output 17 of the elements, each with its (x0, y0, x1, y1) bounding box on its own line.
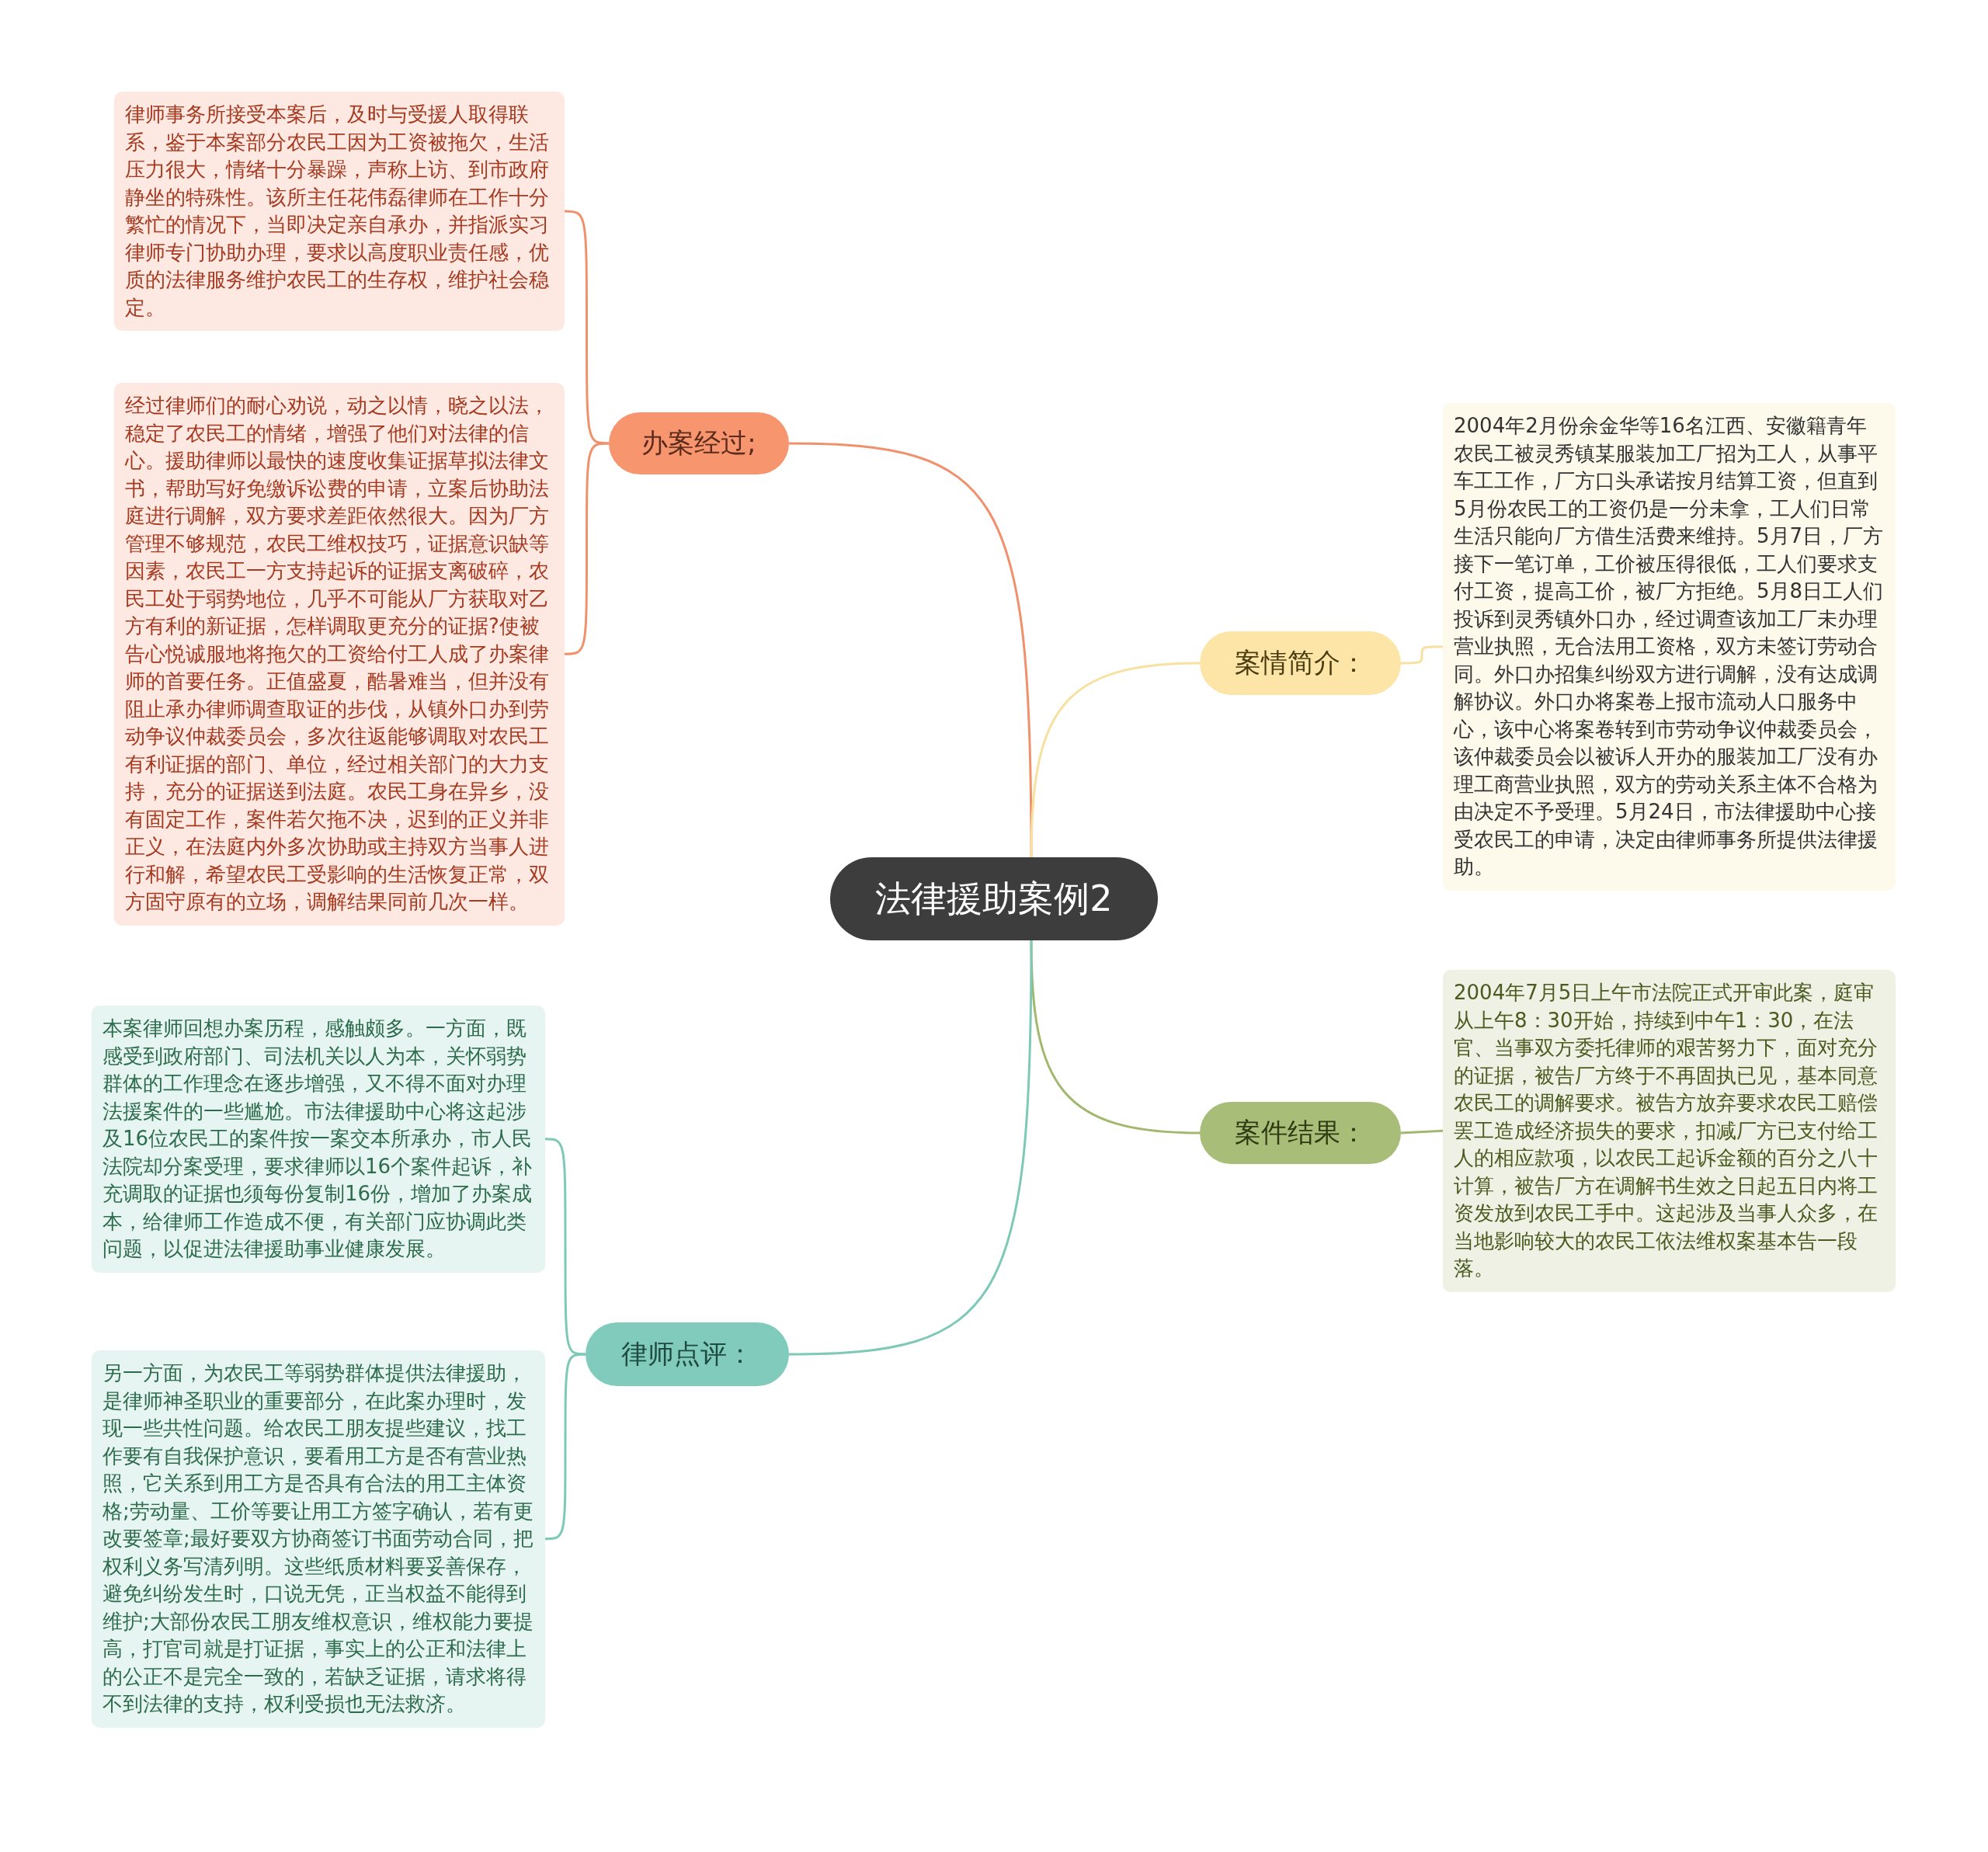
paragraph: 经过律师们的耐心劝说，动之以情，晓之以法，稳定了农民工的情绪，增强了他们对法律的信心。援助律师以最快的速度收集证据草拟法律文书，帮助写好免缴诉讼费的申请，立案后协助法庭进行调解，双方要求差距依然很大。因为厂方管理不够规范，农民工维权技巧，证据意识缺等因素，农民工一方支持起诉的证据支离破碎，农民工处于弱势地位，几乎不可能从厂方获取对乙方有利的新证据，怎样调取更充分的证据?使被告心悦诚服地将拖欠的工资给付工人成了办案律师的首要任务。正值盛夏，酷暑难当，但并没有阻止承办律师调查取证的步伐，从镇外口办到劳动争议仲裁委员会，多次往返能够调取对农民工有利证据的部门、单位，经过相关部门的大力支持，充分的证据送到法庭。农民工身在异乡，没有固定工作，案件若欠拖不决，迟到的正义并非正义，在法庭内外多次协助或主持双方当事人进行和解，希望农民工受影响的生活恢复正常，双方固守原有的立场，调解结果同前几次一样。 (125, 393, 550, 915)
topic-label: 律师点评： (621, 1337, 753, 1371)
topic-label: 法律援助案例2 (875, 876, 1113, 921)
topic-label: 案件结果： (1234, 1116, 1367, 1149)
paragraph: 本案律师回想办案历程，感触颇多。一方面，既感受到政府部门、司法机关以人为本，关怀弱势群体的工作理念在逐步增强，又不得不面对办理法援案件的一些尴尬。市法律援助中心将这起涉及16位农民工的案件按一案交本所承办，市人民法院却分案受理，要求律师以16个案件起诉，补充调取的证据也须每份复制16份，增加了办案成本，给律师工作造成不便，有关部门应协调此类问题，以促进法律援助事业健康发展。 (103, 1016, 533, 1262)
paragraph: 另一方面，为农民工等弱势群体提供法律援助，是律师神圣职业的重要部分，在此案办理时，发现一些共性问题。给农民工朋友提些建议，找工作要有自我保护意识，要看用工方是否有营业热照，它关系到用工方是否具有合法的用工主体资格;劳动量、工价等要让用工方签字确认，若有更改要签章;最好要双方协商签订书面劳动合同，把权利义务写清列明。这些纸质材料要妥善保存，避免纠纷发生时，口说无凭，正当权益不能得到维护;大部份农民工朋友维权意识，维权能力要提高，打官司就是打证据，事实上的公正和法律上的公正不是完全一致的，若缺乏证据，请求将得不到法律的支持，权利受损也无法救济。 (103, 1360, 534, 1717)
topic-label: 案情简介： (1234, 646, 1367, 679)
connector-line (1030, 940, 1201, 1134)
paragraph: 2004年7月5日上午市法院正式开审此案，庭审从上午8：30开始，持续到中午1：30，在法官、当事双方委托律师的艰苦努力下，面对充分的证据，被告厂方终于不再固执已见，基本同意农民工的调解要求。被告方放弃要求农民工赔偿罢工造成经济损失的要求，扣减厂方已支付给工人的相应款项，以农民工起诉金额的百分之八十计算，被告厂方在调解书生效之日起五日内将工资发放到农民工手中。这起涉及当事人众多，在当地影响较大的农民工依法维权案基本告一段落。 (1454, 980, 1879, 1281)
connector-line (1400, 1129, 1444, 1134)
topic-label: 办案经过; (641, 426, 756, 460)
connector-line (1401, 645, 1443, 665)
paragraph: 律师事务所接受本案后，及时与受援人取得联系，鉴于本案部分农民工因为工资被拖欠，生活压力很大，情绪十分暴躁，声称上访、到市政府静坐的特殊性。该所主任花伟磊律师在工作十分繁忙的情况下，当即决定亲自承办，并指派实习律师专门协助办理，要求以高度职业责任感，优质的法律服务维护农民工的生存权，维护社会稳定。 (125, 102, 550, 321)
connector-line (788, 442, 1033, 857)
paragraph: 2004年2月份余金华等16名江西、安徽籍青年农民工被灵秀镇某服装加工厂招为工人，从事平车工工作，厂方口头承诺按月结算工资，但直到5月份农民工的工资仍是一分未拿，工人们日常生活只能向厂方借生活费来维持。5月7日，厂方接下一笔订单，工价被压得很低，工人们要求支付工资，提高工价，被厂方拒绝。5月8日工人们投诉到灵秀镇外口办，经过调查该加工厂未办理营业执照，无合法用工资格，双方未签订劳动合同。外口办招集纠纷双方进行调解，没有达成调解协议。外口办将案卷上报市流动人口服务中心，该中心将案卷转到市劳动争议仲裁委员会，该仲裁委员会以被诉人开办的服装加工厂没有办理工商营业执照，双方的劳动关系主体不合格为由决定不予受理。5月24日，市法律援助中心接受农民工的申请，决定由律师事务所提供法律援助。 (1454, 413, 1885, 880)
connector-line (788, 940, 1033, 1356)
connector-line (1030, 662, 1201, 858)
